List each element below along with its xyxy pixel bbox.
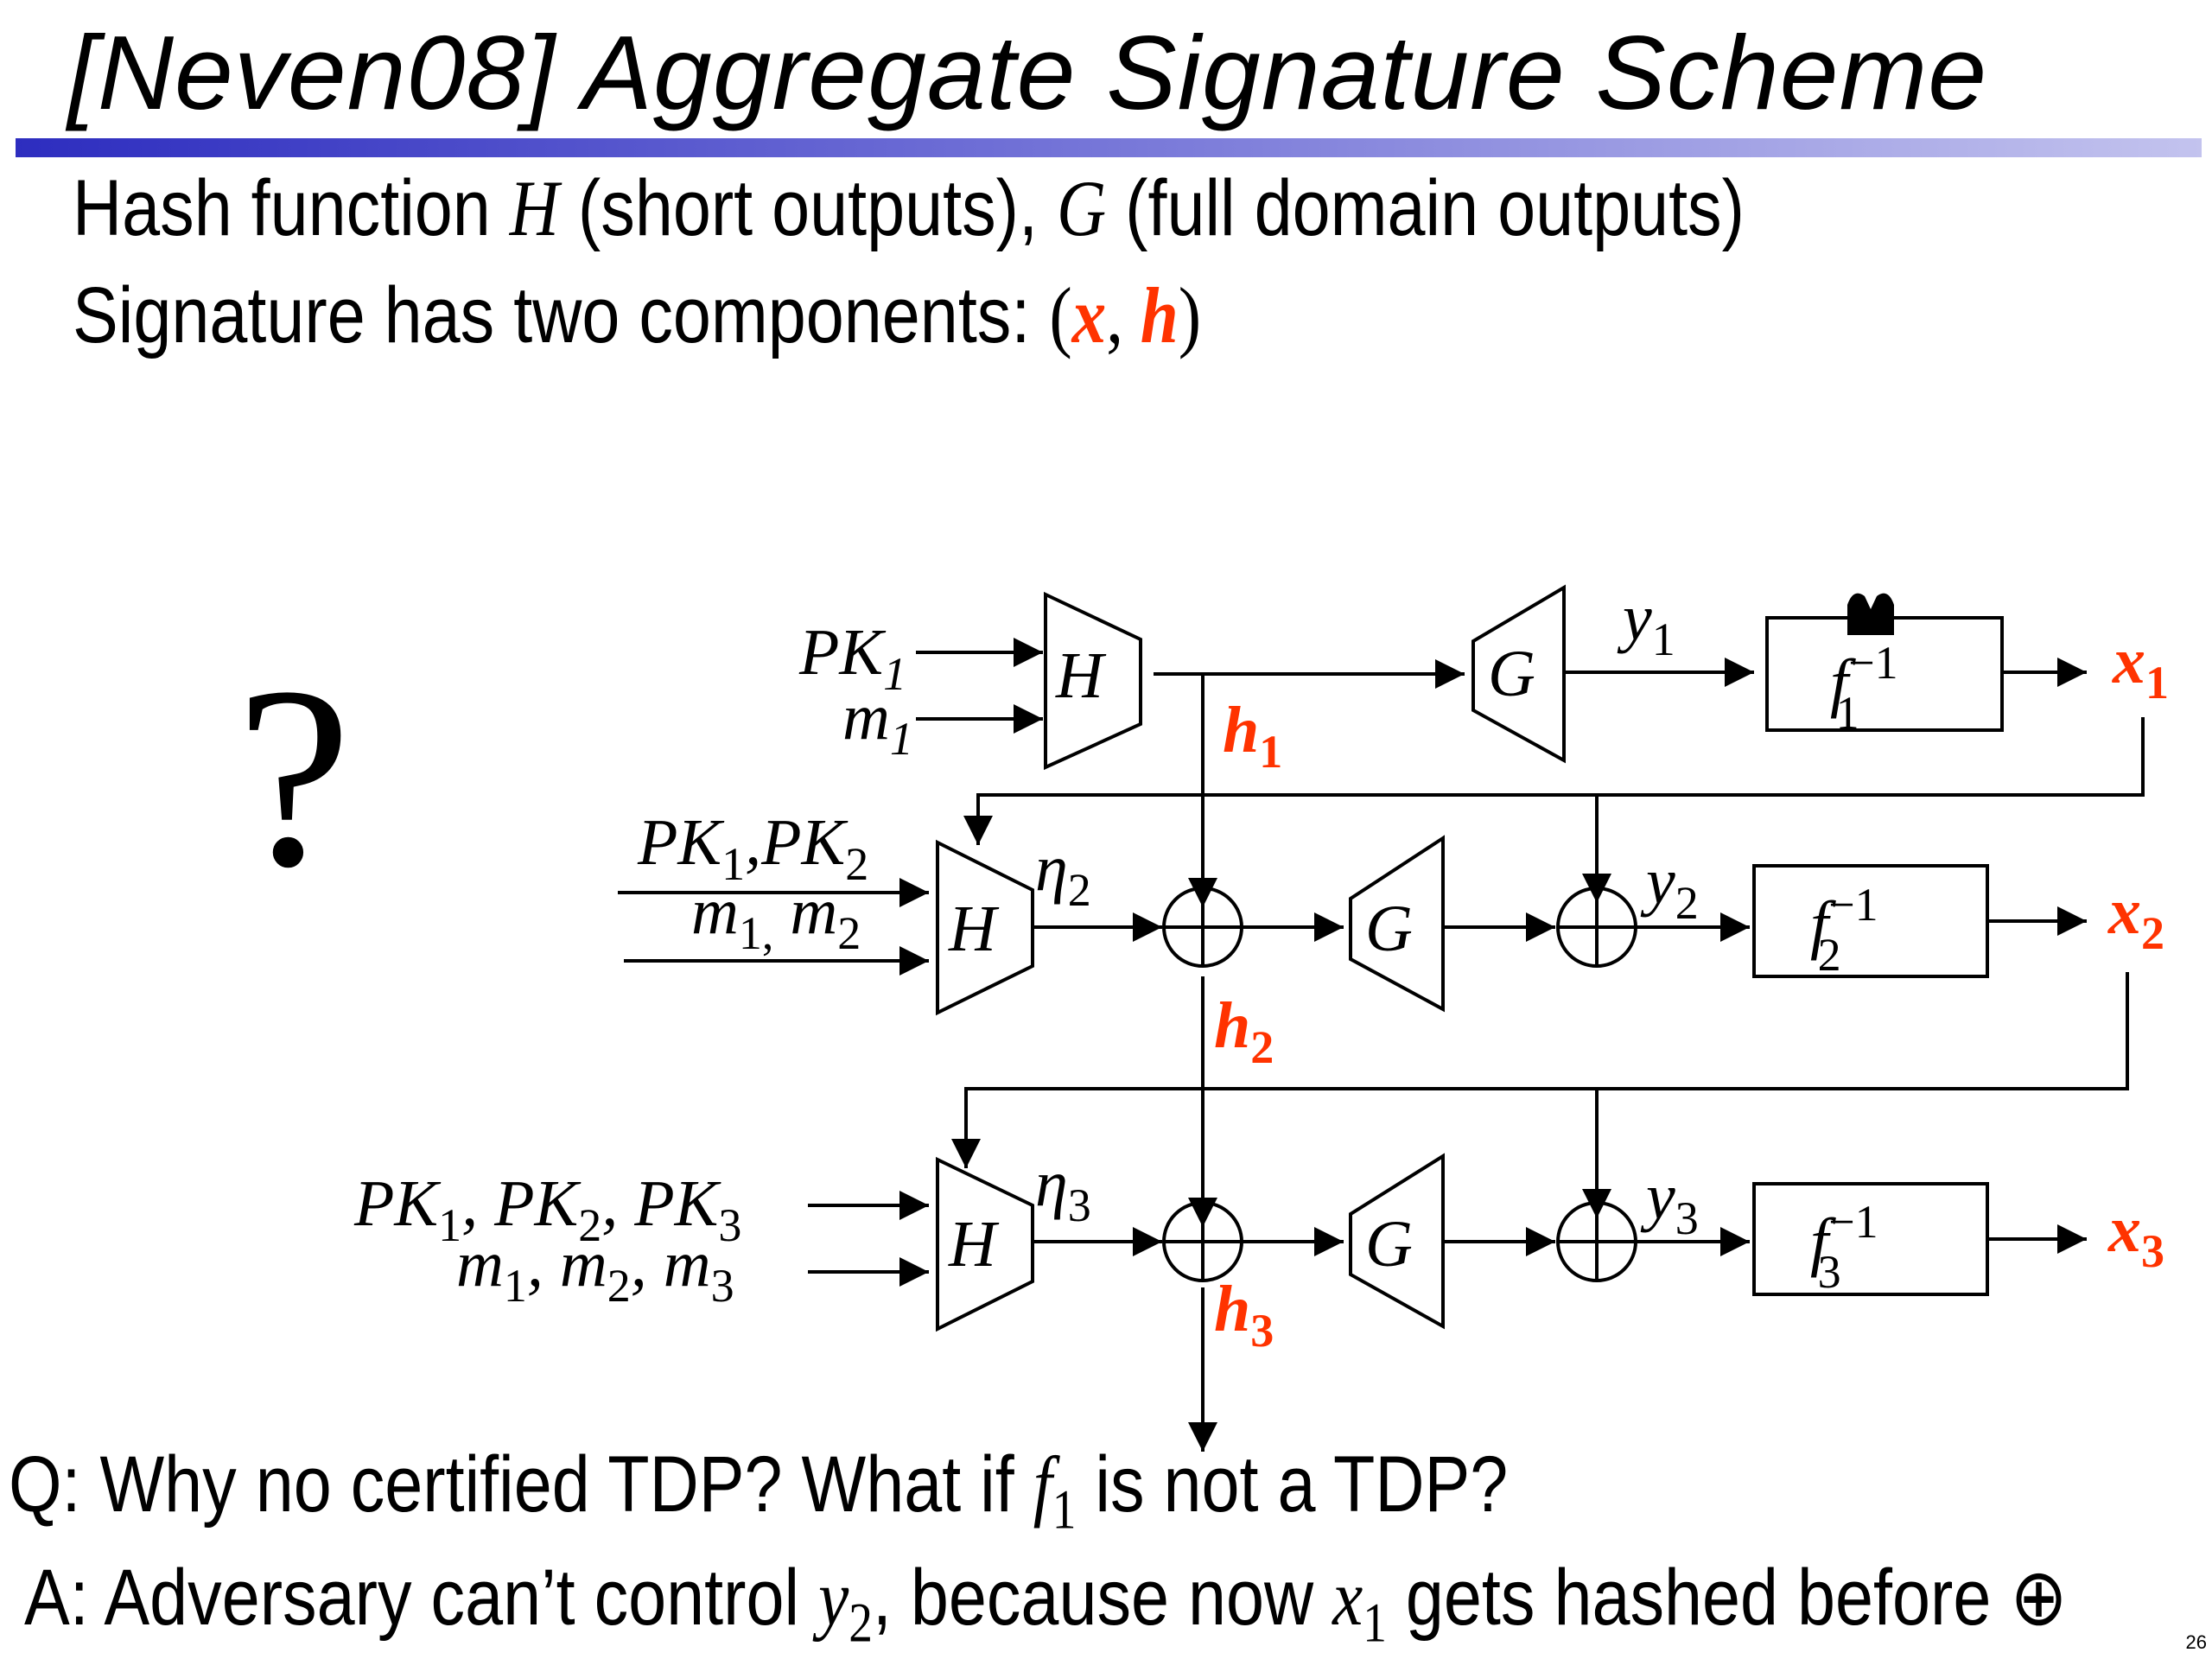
hash-H-block-3 (936, 1156, 1034, 1332)
padlock-icon (1847, 593, 1894, 635)
xor-symbol: ⊕ (2010, 1554, 2068, 1642)
hash-G-block-3 (1349, 1153, 1445, 1330)
eta3-label: η3 (1035, 1147, 1091, 1231)
hash-H-block-1 (1044, 591, 1142, 771)
eta2-label: η2 (1035, 832, 1091, 916)
hash-function-line: Hash function H (short outputs), G (full… (73, 164, 1745, 252)
y2-label: y2 (1640, 845, 1699, 929)
title-underline-bar (16, 138, 2202, 157)
answer-text: A: Adversary can’t control y2, because n… (24, 1554, 2068, 1654)
hash-H-block-2 (936, 839, 1034, 1016)
question-text: Q: Why no certified TDP? What if f1 is n… (9, 1440, 1509, 1541)
y1-label: y1 (1617, 582, 1675, 665)
input-pk1-pk2-pk3: PK1, PK2, PK3 (353, 1167, 741, 1251)
slide-title: [Neven08] Aggregate Signature Scheme (67, 14, 1988, 131)
h1-label: h1 (1223, 694, 1282, 778)
hash-H-label-2: H (948, 893, 1000, 965)
output-x3: x3 (2107, 1193, 2164, 1277)
input-m1-m2-m3: m1, m2, m3 (456, 1228, 734, 1312)
hash-G-label-1: G (1488, 638, 1535, 710)
output-x1: x1 (2112, 625, 2169, 709)
signature-x: x (1071, 271, 1107, 359)
h3-label: h3 (1214, 1273, 1274, 1357)
hash-G-label-3: G (1365, 1208, 1413, 1281)
page-number: 26 (2185, 1631, 2207, 1653)
output-x2: x2 (2107, 875, 2164, 959)
hash-G-label-2: G (1365, 893, 1413, 965)
input-m1-m2: m1, m2 (691, 875, 861, 959)
hash-H-label-1: H (1055, 639, 1107, 712)
y3-label: y3 (1640, 1160, 1699, 1244)
hash-G-block-2 (1349, 835, 1445, 1013)
hash-G-block-1 (1471, 584, 1566, 764)
signature-components-line: Signature has two components: (x, h) (73, 271, 1202, 359)
signature-h: h (1140, 271, 1179, 359)
hash-H-label-3: H (948, 1208, 1000, 1281)
h2-label: h2 (1214, 989, 1274, 1073)
question-mark: ? (236, 633, 351, 920)
input-pk1-pk2: PK1,PK2 (637, 806, 868, 890)
